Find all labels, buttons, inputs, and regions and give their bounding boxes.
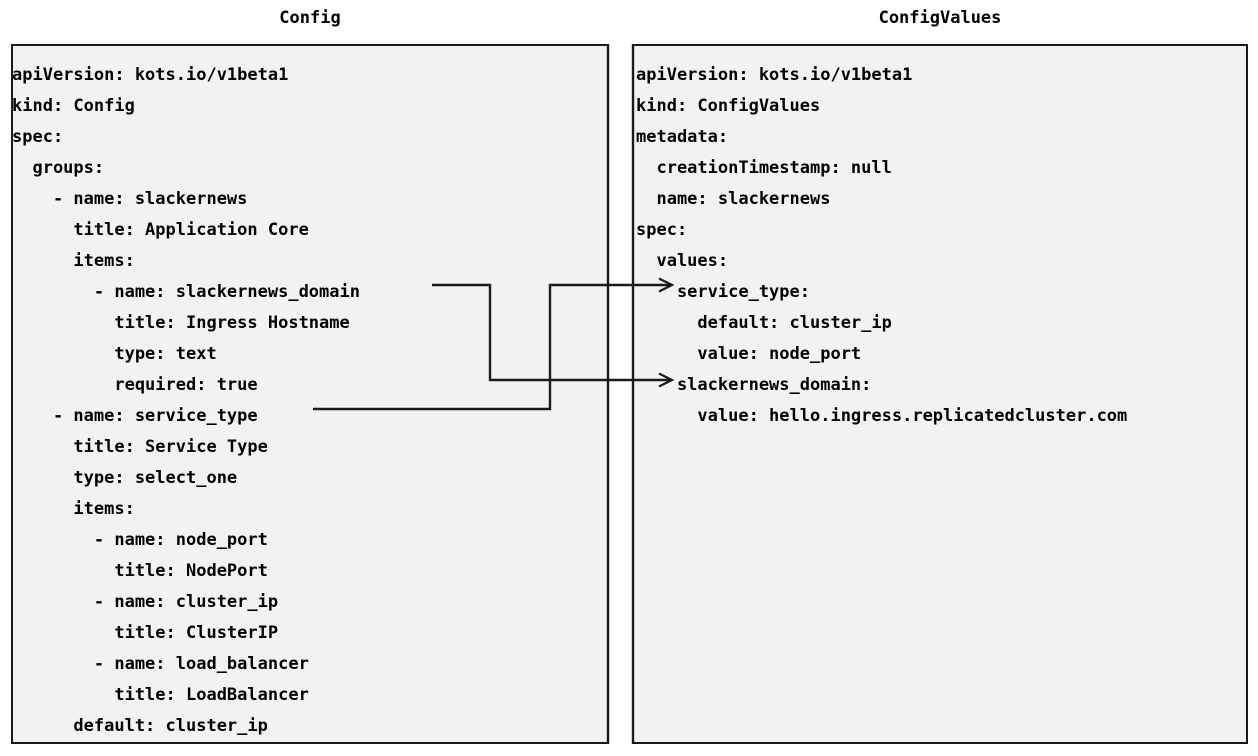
yaml-line: creationTimestamp: null	[636, 158, 892, 178]
yaml-line: default: cluster_ip	[12, 716, 268, 736]
yaml-line: - name: slackernews	[12, 189, 248, 209]
yaml-line: groups:	[12, 158, 105, 178]
yaml-line: default: cluster_ip	[636, 313, 892, 333]
yaml-line: - name: node_port	[12, 530, 268, 550]
yaml-line: title: Service Type	[12, 437, 268, 457]
yaml-line: items:	[12, 499, 135, 519]
yaml-line: slackernews_domain:	[636, 375, 872, 395]
yaml-line: spec:	[636, 220, 688, 240]
yaml-line: apiVersion: kots.io/v1beta1	[12, 65, 289, 85]
yaml-line: title: NodePort	[12, 561, 268, 581]
config-yaml-text: apiVersion: kots.io/v1beta1 kind: Config s…	[12, 50, 360, 742]
yaml-line: value: hello.ingress.replicatedcluster.c…	[636, 406, 1128, 426]
configvalues-yaml-text: apiVersion: kots.io/v1beta1 kind: ConfigV…	[636, 50, 1127, 432]
yaml-line: value: node_port	[636, 344, 862, 364]
yaml-line: - name: cluster_ip	[12, 592, 279, 612]
yaml-line: name: slackernews	[636, 189, 831, 209]
yaml-line: metadata:	[636, 127, 729, 147]
yaml-line: - name: load_balancer	[12, 654, 309, 674]
yaml-line: type: text	[12, 344, 217, 364]
yaml-line: - name: service_type	[12, 406, 258, 426]
yaml-line: - name: slackernews_domain	[12, 282, 360, 302]
yaml-line: kind: Config	[12, 96, 135, 116]
left-panel-title: Config	[279, 8, 341, 28]
yaml-line: title: ClusterIP	[12, 623, 279, 643]
yaml-line: title: LoadBalancer	[12, 685, 309, 705]
yaml-line: items:	[12, 251, 135, 271]
yaml-line: apiVersion: kots.io/v1beta1	[636, 65, 913, 85]
yaml-line: spec:	[12, 127, 64, 147]
yaml-line: service_type:	[636, 282, 810, 302]
yaml-line: required: true	[12, 375, 258, 395]
yaml-line: title: Application Core	[12, 220, 309, 240]
yaml-line: values:	[636, 251, 729, 271]
yaml-line: type: select_one	[12, 468, 238, 488]
panel-gutter	[609, 44, 631, 744]
yaml-line: kind: ConfigValues	[636, 96, 821, 116]
yaml-line: title: Ingress Hostname	[12, 313, 350, 333]
configvalues-yaml-panel	[632, 44, 1248, 744]
right-panel-title: ConfigValues	[878, 8, 1002, 28]
